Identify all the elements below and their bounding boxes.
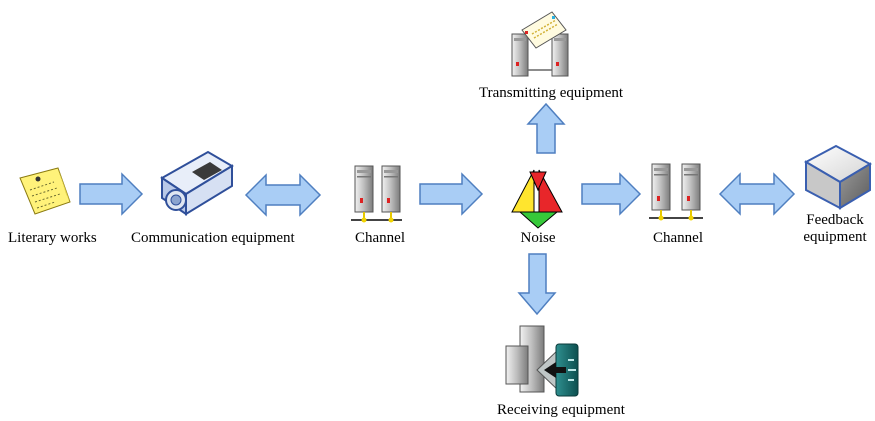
label-noise: Noise (520, 230, 556, 246)
sticky-note-icon (19, 167, 71, 215)
double-arrow-channel-feedback (718, 172, 796, 216)
server-rack-icon (351, 165, 402, 223)
label-channel-2: Channel (653, 230, 703, 246)
projector-icon (160, 150, 234, 216)
label-literary-works: Literary works (8, 230, 97, 246)
exchange-equipment-icon (505, 325, 579, 397)
double-arrow-communication-channel (244, 173, 322, 217)
arrow-literary-to-communication (79, 172, 144, 216)
server-rack-icon (649, 163, 703, 221)
box-icon (803, 144, 873, 210)
arrow-channel-to-noise (419, 172, 484, 216)
arrow-noise-to-receiving (517, 253, 557, 316)
label-transmitting-equipment: Transmitting equipment (478, 85, 624, 101)
label-receiving-equipment: Receiving equipment (497, 402, 625, 418)
arrow-noise-to-channel (581, 172, 642, 216)
arrow-noise-to-transmitting (526, 102, 566, 154)
label-channel-1: Channel (355, 230, 405, 246)
label-communication-equipment: Communication equipment (131, 230, 295, 246)
server-envelope-icon (511, 11, 569, 77)
label-feedback-equipment: Feedback equipment (803, 212, 867, 245)
triangle-signal-icon (511, 169, 563, 229)
